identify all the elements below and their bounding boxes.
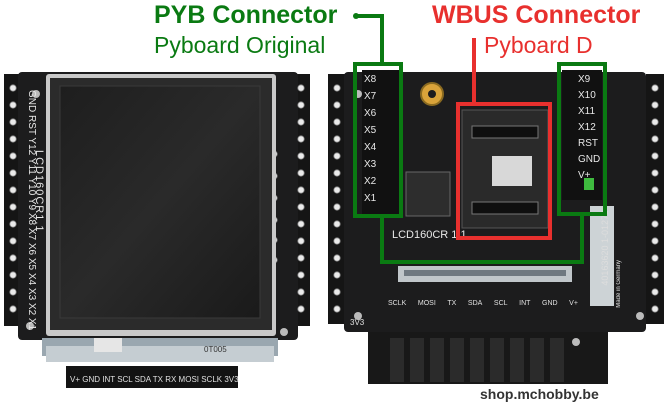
bottom-pin-label: INT [519,300,531,307]
pyb-pin-label: X6 [364,108,377,119]
pyb-pin-label: X2 [364,176,377,187]
back-bottom-pin-labels: SCLK MOSI TX SDA SCL INT GND V+ [388,300,578,307]
pyb-pin-label: X8 [364,74,377,85]
back-model-label: LCD160CR 1.1 [392,229,467,241]
bottom-pin-label: V+ [569,300,578,307]
pyb-connector-subtitle: Pyboard Original [154,32,326,58]
bottom-pin-label: SCL [493,300,508,307]
bottom-pin-label: TX [447,300,457,307]
front-left-pin-labels: GND RST Y12 Y11 Y10 Y9 X8 X7 X6 X5 X4 X3… [26,90,37,331]
wbus-pin-label: RST [578,138,598,149]
wbus-pin-label: GND [578,154,601,165]
pyb-pin-label: X7 [364,91,377,102]
wbus-connector-title: WBUS Connector [432,1,641,29]
bottom-pin-label: SCLK [388,300,407,307]
pyb-pin-label-list: X8 X7 X6 X5 X4 X3 X2 X1 [364,75,382,211]
lcd-board-back-art [328,70,664,384]
back-corner-label: 3V3 [350,318,365,327]
front-bottom-pin-labels: V+ GND INT SCL SDA TX RX MOSI SCLK 3V3 [70,375,239,384]
pyb-pin-label: X1 [364,193,377,204]
pyb-connector-title: PYB Connector [154,1,338,29]
lcd-board-back: X8 X7 X6 X5 X4 X3 X2 X1 X9 X10 X11 X12 R… [328,70,664,388]
pyb-connector-box [353,62,403,218]
pyb-pin-label: X3 [364,159,377,170]
fpc-code-label: 0T005 [204,345,227,354]
wbus-connector-box [456,102,552,240]
lcd-board-front: GND RST Y12 Y11 Y10 Y9 X8 X7 X6 X5 X4 X3… [4,70,314,395]
bottom-pin-label: MOSI [417,300,436,307]
pyb-leader-line [356,14,384,64]
pyb-leader-dot [353,13,359,19]
wbus-pin-box [557,62,607,216]
front-model-label: LCD160CR1.1 [33,150,45,233]
wbus-pin-label: X9 [578,74,591,85]
pyb-pin-label: X5 [364,125,377,136]
pyb-pin-label: X4 [364,142,377,153]
wbus-connector-subtitle: Pyboard D [484,32,593,58]
pyb-to-wbus-link [380,214,584,264]
bottom-pin-label: GND [542,300,558,307]
wbus-pin-label-list: X9 X10 X11 X12 RST GND V+ [578,75,602,187]
wbus-pin-label: X12 [578,122,596,133]
wbus-pin-label: V+ [578,170,591,181]
shop-credit[interactable]: shop.mchobby.be [480,386,599,402]
bottom-pin-label: SDA [467,300,483,307]
wbus-pin-label: X11 [578,106,596,117]
lcd-board-front-art [4,72,310,388]
wbus-pin-label: X10 [578,90,596,101]
